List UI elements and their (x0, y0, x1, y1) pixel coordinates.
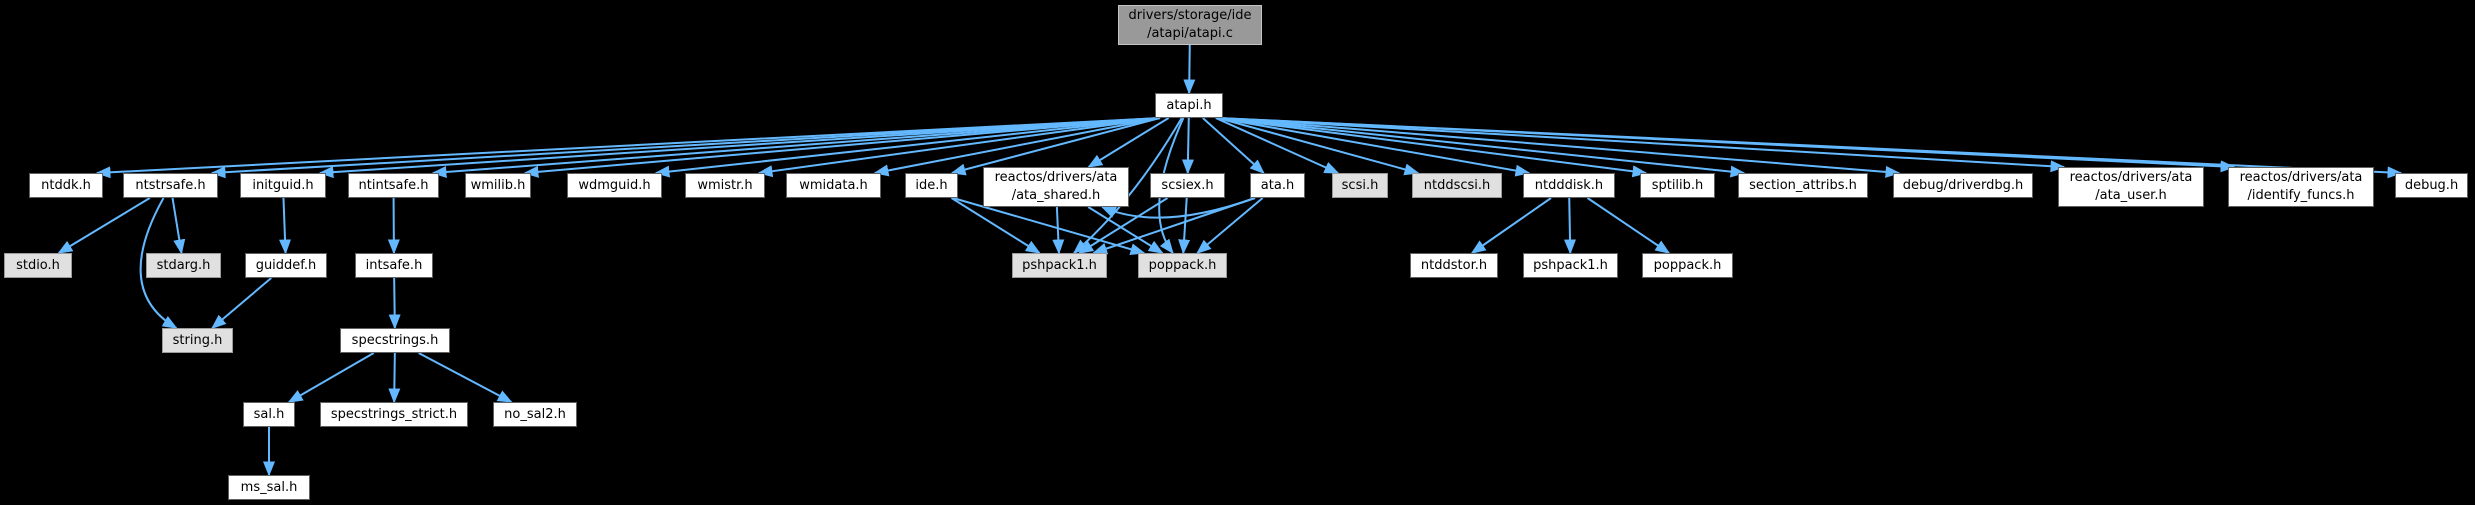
node-ata_user[interactable]: reactos/drivers/ata /ata_user.h (2058, 167, 2204, 207)
edge-atapi_h-to-pshpack1c (1072, 117, 1183, 254)
node-wdmguid[interactable]: wdmguid.h (567, 173, 662, 198)
edge-atapi_h-to-wmilib (523, 117, 1161, 178)
node-stdio[interactable]: stdio.h (4, 253, 72, 278)
edge-atapi_h-to-ide (950, 117, 1161, 176)
edge-atapi_h-to-driverdbg (1217, 117, 1901, 178)
node-no_sal2[interactable]: no_sal2.h (493, 402, 577, 427)
node-pshpack1c[interactable]: pshpack1.h (1012, 253, 1107, 278)
edge-scsiex-to-poppackc (1178, 197, 1191, 255)
node-pshpack1r[interactable]: pshpack1.h (1523, 253, 1618, 278)
edge-intsafe-to-specstrings (388, 277, 401, 330)
node-initguid[interactable]: initguid.h (240, 173, 326, 198)
node-driverdbg[interactable]: debug/driverdbg.h (1893, 173, 2033, 198)
edge-specstrings-to-sal (287, 352, 375, 403)
edge-specstrings-to-specstrings_strict (388, 352, 401, 404)
edge-ntstrsafe-to-stdarg (171, 197, 186, 255)
node-ntddk[interactable]: ntddk.h (29, 173, 103, 198)
edge-ata-to-poppackc (1196, 197, 1264, 254)
node-atapi_c[interactable]: drivers/storage/ide /atapi/atapi.c (1118, 5, 1262, 45)
node-sptilib[interactable]: sptilib.h (1640, 173, 1715, 198)
node-ntstrsafe[interactable]: ntstrsafe.h (123, 173, 218, 198)
edge-atapi_h-to-scsiex (1181, 117, 1194, 175)
node-poppackr[interactable]: poppack.h (1642, 253, 1733, 278)
edge-ata_shared-to-poppackc (1087, 206, 1164, 254)
node-section_attribs[interactable]: section_attribs.h (1738, 173, 1868, 198)
node-intsafe[interactable]: intsafe.h (355, 253, 433, 278)
edge-initguid-to-guiddef (279, 197, 292, 255)
edge-atapi_h-to-ntddk (95, 117, 1161, 179)
edge-atapi_h-to-ata_user (1217, 117, 2066, 173)
edge-ide-to-pshpack1c (950, 197, 1041, 254)
edge-atapi_h-to-debug (1217, 117, 2403, 179)
edge-atapi_h-to-wmistr (757, 117, 1161, 178)
node-string[interactable]: string.h (162, 328, 233, 353)
edge-atapi_h-to-ntstrsafe (210, 117, 1161, 179)
node-wmilib[interactable]: wmilib.h (465, 173, 531, 198)
node-ata_shared[interactable]: reactos/drivers/ata /ata_shared.h (983, 167, 1129, 207)
node-specstrings_strict[interactable]: specstrings_strict.h (320, 402, 468, 427)
edge-atapi_c-to-atapi_h (1183, 44, 1196, 95)
node-atapi_h[interactable]: atapi.h (1155, 93, 1223, 118)
edge-atapi_h-to-sptilib (1217, 117, 1648, 178)
edge-atapi_h-to-ntintsafe (431, 117, 1161, 178)
node-identify_funcs[interactable]: reactos/drivers/ata /identify_funcs.h (2228, 167, 2374, 207)
node-sal[interactable]: sal.h (243, 402, 295, 427)
edge-atapi_h-to-wmidata (873, 117, 1161, 177)
edge-ide-to-poppackc (952, 197, 1146, 256)
node-guiddef[interactable]: guiddef.h (245, 253, 327, 278)
edge-atapi_h-to-section_attribs (1217, 117, 1746, 178)
node-ntintsafe[interactable]: ntintsafe.h (348, 173, 439, 198)
edge-atapi_h-to-ntddscsi (1217, 117, 1420, 176)
edge-guiddef-to-string (211, 277, 272, 329)
edge-ntdddisk-to-pshpack1r (1564, 197, 1577, 255)
node-scsiex[interactable]: scsiex.h (1150, 173, 1225, 198)
node-ntddstor[interactable]: ntddstor.h (1410, 253, 1498, 278)
node-scsi[interactable]: scsi.h (1332, 173, 1388, 198)
edge-atapi_h-to-initguid (318, 117, 1161, 179)
node-stdarg[interactable]: stdarg.h (146, 253, 221, 278)
edge-atapi_h-to-wdmguid (654, 117, 1161, 178)
edge-atapi_h-to-poppackc (1158, 117, 1185, 255)
edge-specstrings-to-no_sal2 (418, 352, 513, 403)
edge-ata_shared-to-pshpack1c (1052, 206, 1065, 255)
node-wmidata[interactable]: wmidata.h (786, 173, 881, 198)
edge-ntdddisk-to-poppackr (1586, 197, 1671, 254)
node-poppackc[interactable]: poppack.h (1138, 253, 1227, 278)
node-debug[interactable]: debug.h (2395, 173, 2468, 198)
edge-ntstrsafe-to-string (139, 197, 178, 329)
edge-ata-to-pshpack1c (1092, 197, 1256, 255)
node-ide[interactable]: ide.h (905, 173, 958, 198)
node-specstrings[interactable]: specstrings.h (340, 328, 450, 353)
node-ata[interactable]: ata.h (1250, 173, 1305, 198)
node-ntddscsi[interactable]: ntddscsi.h (1412, 173, 1502, 198)
edge-atapi_h-to-ata_shared (1087, 117, 1170, 168)
edge-ntdddisk-to-ntddstor (1470, 197, 1552, 254)
node-ntdddisk[interactable]: ntdddisk.h (1523, 173, 1615, 198)
edge-atapi_h-to-scsi (1215, 117, 1340, 174)
node-wmistr[interactable]: wmistr.h (685, 173, 765, 198)
edge-ntstrsafe-to-stdio (57, 197, 151, 254)
edge-atapi_h-to-ntdddisk (1217, 117, 1531, 177)
edge-atapi_h-to-ata (1202, 117, 1265, 175)
node-ms_sal[interactable]: ms_sal.h (228, 475, 310, 500)
